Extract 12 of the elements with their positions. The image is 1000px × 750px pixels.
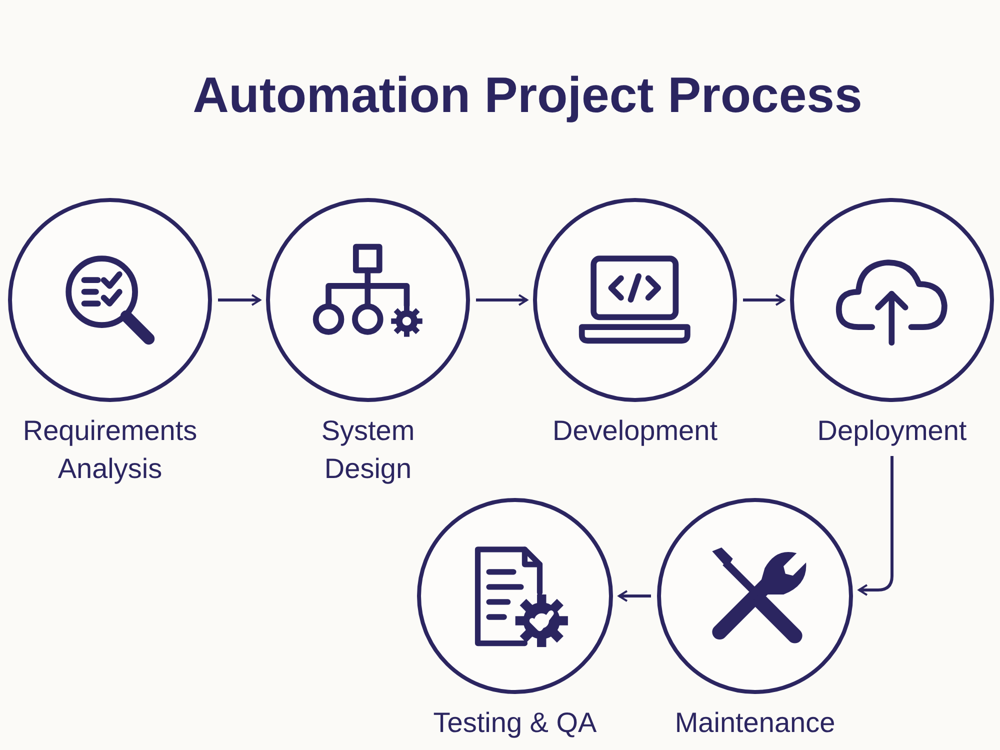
arrow [218,294,261,306]
step-label: Development [552,414,718,448]
arrow [476,294,528,306]
arrow [858,456,894,596]
arrow [618,590,651,602]
step-label: System Design [320,414,416,486]
step-label: Requirements Analysis [22,414,198,486]
arrow [743,294,785,306]
diagram-title: Automation Project Process [192,67,862,123]
step-label: Testing & QA [433,706,597,740]
step-label: Maintenance [674,706,836,740]
step-label: Deployment [817,414,967,448]
